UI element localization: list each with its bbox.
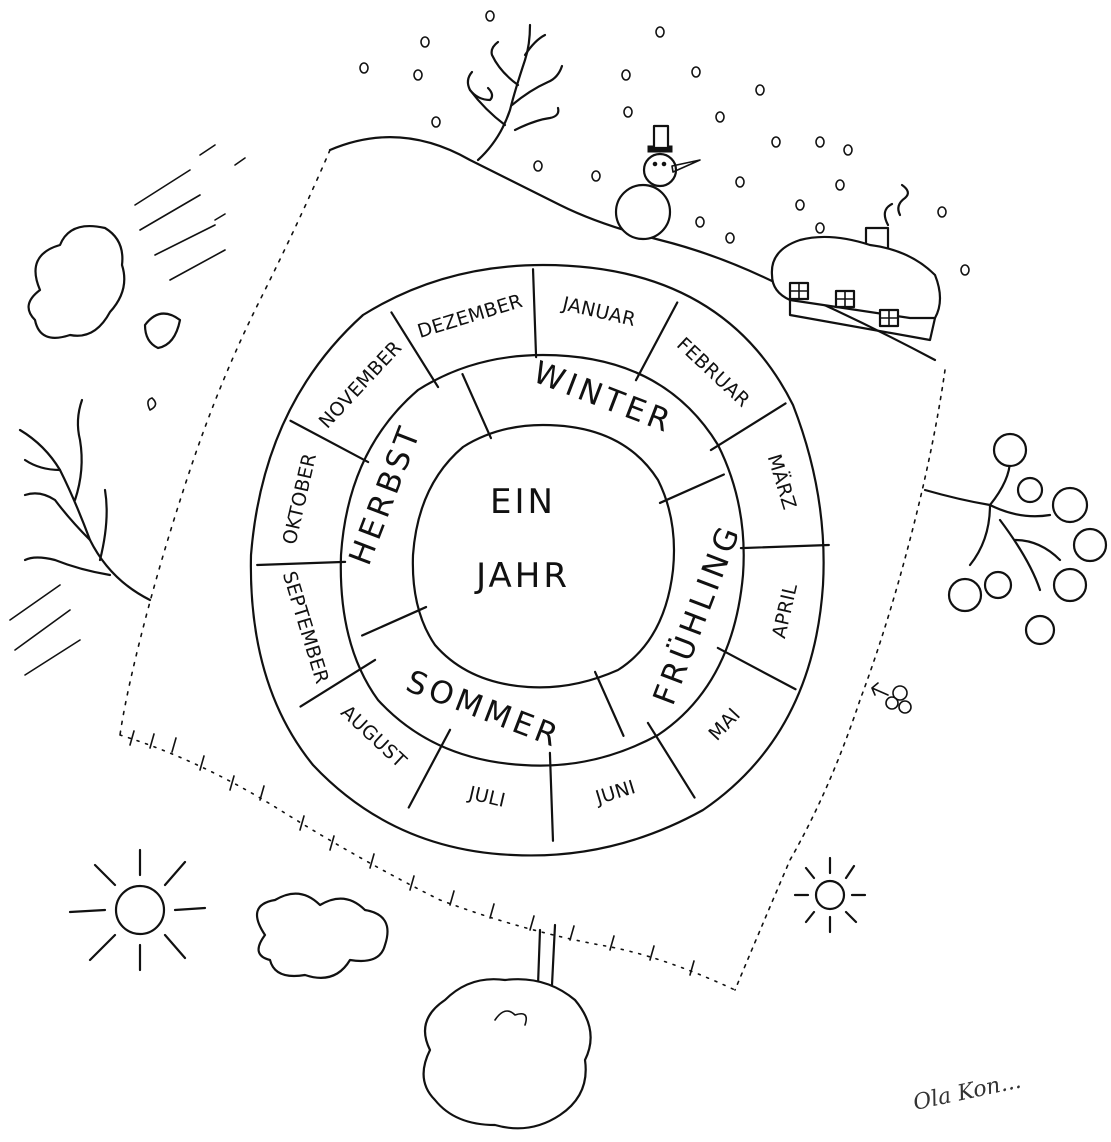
- flower: [872, 683, 911, 713]
- month-label: MÄRZ: [763, 451, 802, 512]
- month-label: MAI: [704, 704, 745, 745]
- season-divider: [362, 607, 426, 635]
- season-label: WINTER: [528, 355, 678, 441]
- season-divider: [462, 374, 490, 438]
- month-divider: [533, 269, 536, 357]
- spring-tree: [925, 434, 1106, 644]
- month-label: JANUAR: [559, 293, 637, 331]
- month-divider: [409, 730, 450, 808]
- sun-small: [795, 858, 865, 932]
- season-label: HERBST: [342, 419, 429, 570]
- season-label: FRÜHLING: [646, 518, 749, 710]
- center-title-line2: JAHR: [474, 556, 570, 596]
- rain: [135, 145, 245, 280]
- month-divider: [636, 302, 677, 380]
- month-label: JUNI: [592, 776, 638, 809]
- month-divider: [718, 648, 796, 689]
- spring-scene: [735, 370, 1106, 990]
- summer-tree: [424, 925, 591, 1128]
- month-label: SEPTEMBER: [278, 569, 333, 687]
- summer-scene: [70, 731, 865, 1128]
- autumn-grass-line: [120, 150, 330, 735]
- month-label: FEBRUAR: [672, 333, 754, 411]
- falling-leaf: [145, 314, 180, 348]
- month-divider: [257, 562, 345, 565]
- year-wheel: JANUAR FEBRUAR MÄRZ APRIL MAI JUNI JULI AUGUSTS…: [251, 265, 829, 855]
- snowman: [616, 126, 700, 239]
- month-divider: [648, 723, 695, 798]
- rain-cloud: [29, 226, 125, 338]
- season-divider: [660, 474, 724, 502]
- month-label: APRIL: [768, 581, 802, 640]
- month-label: OKTOBER: [279, 451, 321, 546]
- month-label: JULI: [466, 782, 508, 812]
- center-title-line1: EIN: [490, 482, 556, 522]
- autumn-tree: [20, 400, 150, 600]
- winter-scene: [330, 11, 969, 360]
- month-divider: [741, 545, 829, 548]
- autumn-scene: [10, 145, 330, 735]
- month-label: DEZEMBER: [415, 290, 525, 343]
- summer-cloud: [257, 894, 388, 978]
- sun-large: [70, 850, 205, 970]
- month-label: AUGUST: [336, 701, 410, 772]
- season-divider: [595, 672, 623, 736]
- month-divider: [711, 403, 786, 450]
- signature: Ola Kon...: [911, 1069, 1023, 1116]
- winter-tree: [468, 25, 562, 160]
